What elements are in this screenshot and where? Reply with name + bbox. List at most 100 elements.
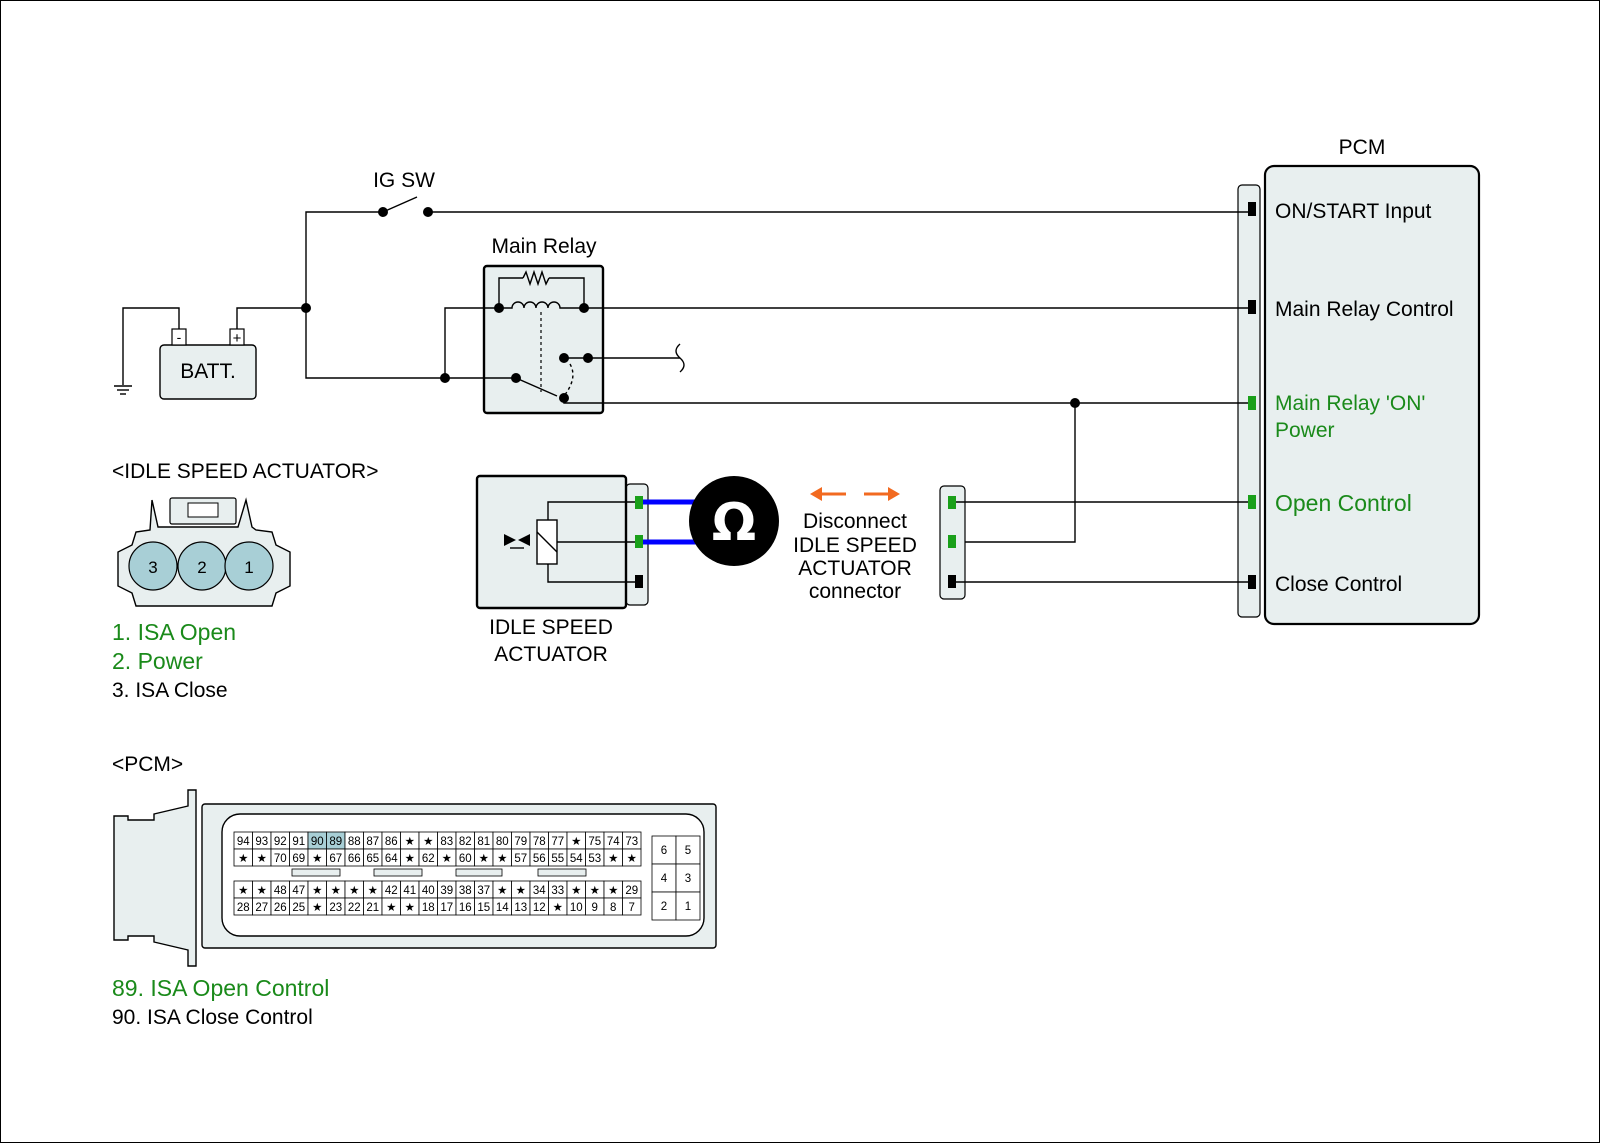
- pcm-legend-89: 89. ISA Open Control: [112, 975, 329, 1001]
- pcm-pin-label: ★: [349, 885, 359, 897]
- main-relay-box: [482, 264, 605, 415]
- pcm-pin-cell: [622, 848, 642, 867]
- pcm-terminal-main-relay-control: [1248, 300, 1256, 314]
- ig-sw-node-b: [423, 207, 433, 217]
- pcm-pin-label: 37: [477, 885, 490, 897]
- pcm-connector-key-tab: [537, 868, 587, 877]
- pcm-pin-label: 13: [514, 902, 527, 914]
- pcm-pin-label: 40: [422, 885, 435, 897]
- pcm-pin-label: ★: [238, 885, 248, 897]
- pcm-pin-label: 67: [329, 853, 342, 865]
- wire-ground: [122, 307, 180, 385]
- pcm-pin-label: 34: [533, 885, 546, 897]
- pcm-pin-label: ★: [405, 836, 415, 848]
- pcm-pin-label: 88: [348, 836, 361, 848]
- isa-terminal-2: [635, 535, 643, 548]
- pcm-pin-label: ★: [590, 885, 600, 897]
- pcm-pin-label: 22: [348, 902, 361, 914]
- pcm-pin-label: 23: [329, 902, 342, 914]
- isa-pin-1: [224, 541, 274, 591]
- pcm-pin-label: 92: [274, 836, 287, 848]
- pcm-close-control-label: Close Control: [1275, 573, 1402, 596]
- pcm-side-pin-label: 1: [685, 901, 691, 913]
- wire-relay-coil-feed: [444, 307, 499, 378]
- pcm-pin-label: 57: [514, 853, 527, 865]
- arrow-right-head: [888, 487, 900, 501]
- pcm-pin-label: 42: [385, 885, 398, 897]
- pcm-pin-label: 75: [588, 836, 601, 848]
- wire-power-to-connector: [962, 403, 1076, 543]
- pcm-pin-label: 89: [329, 836, 342, 848]
- harness-terminal-1: [948, 496, 956, 509]
- pcm-pin-label: 66: [348, 853, 361, 865]
- pcm-pin-label: 70: [274, 853, 287, 865]
- pcm-side-pin-cell: [675, 891, 701, 921]
- disconnect-text-1: Disconnect: [803, 510, 907, 533]
- main-relay-label: Main Relay: [491, 235, 597, 258]
- isa-pin-3-label: 3: [148, 558, 157, 577]
- pcm-open-control-label: Open Control: [1275, 490, 1412, 516]
- pcm-pin-label: 54: [570, 853, 583, 865]
- pcm-main-relay-on-label: Main Relay 'ON': [1275, 392, 1425, 415]
- pcm-pin-label: ★: [257, 853, 267, 865]
- pcm-pin-label: 7: [629, 902, 635, 914]
- ohm-symbol: Ω: [712, 493, 756, 553]
- pcm-pin-label: ★: [608, 885, 618, 897]
- pcm-pin-label: 90: [311, 836, 324, 848]
- pcm-pin-label: 38: [459, 885, 472, 897]
- isa-pin-3: [128, 541, 178, 591]
- pcm-pin-label: 10: [570, 902, 583, 914]
- pcm-pin-label: 73: [625, 836, 638, 848]
- relay-coil: [499, 301, 584, 309]
- pcm-pin-label: ★: [571, 885, 581, 897]
- pcm-pin-label: 65: [366, 853, 379, 865]
- pcm-connector-title: <PCM>: [112, 753, 183, 776]
- wire-batt-positive: [236, 307, 306, 329]
- pcm-pin-label: 91: [292, 836, 305, 848]
- wire-break-symbol: [675, 343, 685, 373]
- pcm-pin-label: ★: [423, 836, 433, 848]
- relay-contact-travel: [563, 363, 574, 397]
- pcm-pin-label: ★: [497, 885, 507, 897]
- pcm-pin-label: 78: [533, 836, 546, 848]
- pcm-side-pin-label: 3: [685, 873, 691, 885]
- pcm-pin-label: 21: [366, 902, 379, 914]
- isa-motor-diag: [536, 531, 558, 553]
- pcm-side-pin-cell: [675, 863, 701, 893]
- harness-terminal-3: [948, 575, 956, 588]
- isa-terminal-1: [635, 496, 643, 509]
- pcm-pin-label: 79: [514, 836, 527, 848]
- isa-valve-arrow-right: [518, 534, 530, 546]
- pcm-pin-label: 87: [366, 836, 379, 848]
- pcm-pin-label: ★: [608, 853, 618, 865]
- pcm-pin-label: ★: [331, 885, 341, 897]
- pcm-side-pin-cell: [675, 835, 701, 865]
- pcm-pin-label: ★: [516, 885, 526, 897]
- pcm-pin-label: 17: [440, 902, 453, 914]
- isa-legend-1: 1. ISA Open: [112, 619, 236, 645]
- pcm-pin-label: 64: [385, 853, 398, 865]
- pcm-box: [1263, 164, 1481, 626]
- isa-legend-2: 2. Power: [112, 648, 203, 674]
- pcm-pin-label: ★: [312, 853, 322, 865]
- pcm-pin-label: 26: [274, 902, 287, 914]
- pcm-terminal-close-control: [1248, 575, 1256, 589]
- pcm-pin-label: 9: [592, 902, 598, 914]
- pcm-pin-label: 41: [403, 885, 416, 897]
- pcm-pin-label: ★: [257, 885, 267, 897]
- pcm-side-pin-cell: [651, 891, 677, 921]
- battery-minus-sign: -: [177, 329, 182, 345]
- pcm-pin-label: 27: [255, 902, 268, 914]
- pcm-pin-label: 18: [422, 902, 435, 914]
- pcm-pin-label: ★: [238, 853, 248, 865]
- pcm-pin-label: 82: [459, 836, 472, 848]
- pcm-pin-label: ★: [479, 853, 489, 865]
- pcm-pin-label: 47: [292, 885, 305, 897]
- pcm-side-pin-label: 2: [661, 901, 667, 913]
- pcm-side-pin-label: 5: [685, 845, 691, 857]
- pcm-terminal-main-relay-on: [1248, 396, 1256, 410]
- isa-terminal-3: [635, 575, 643, 588]
- pcm-pin-label: 62: [422, 853, 435, 865]
- disconnect-text-2: IDLE SPEED: [793, 534, 917, 557]
- ig-sw-node-a: [378, 207, 388, 217]
